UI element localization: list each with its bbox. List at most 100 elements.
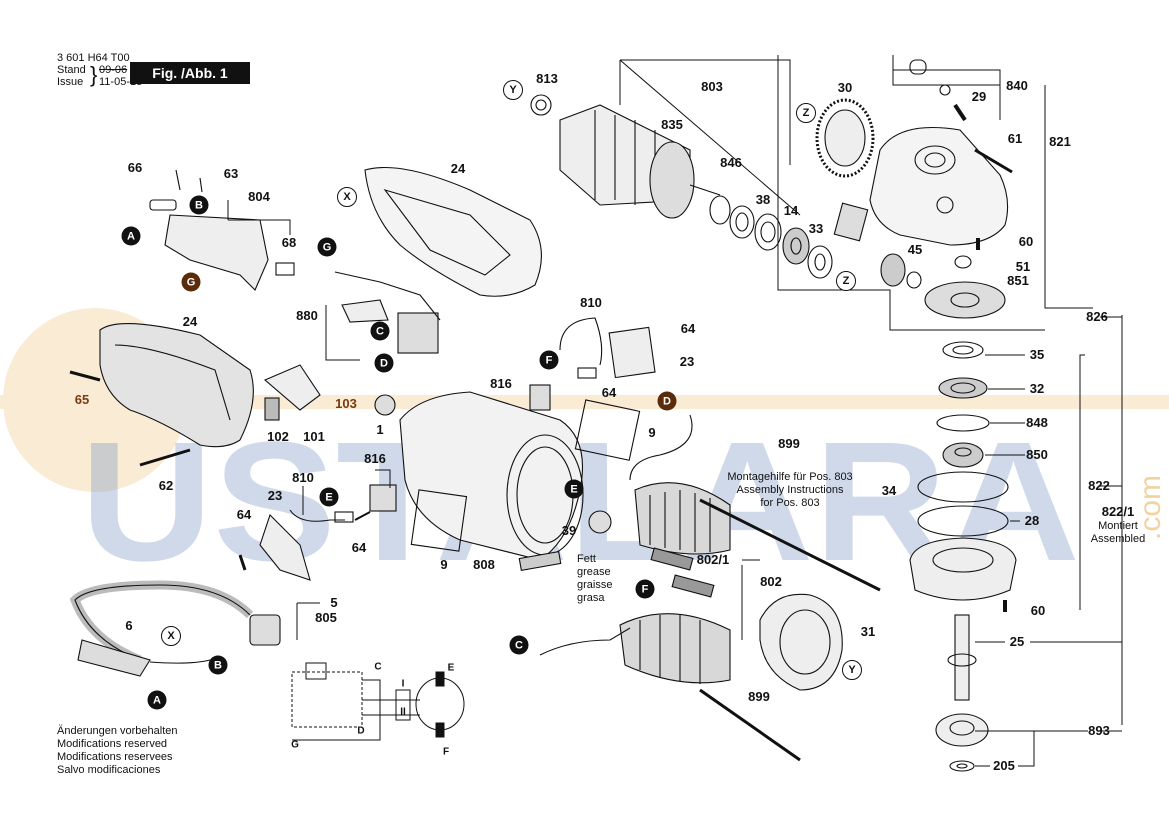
- part-label-p816b: 816: [364, 451, 386, 466]
- part-label-p822: 822: [1088, 478, 1110, 493]
- marker-mY1: Y: [503, 80, 523, 100]
- part-label-p14: 14: [783, 203, 799, 218]
- marker-mX1: X: [337, 187, 357, 207]
- part-label-p38: 38: [755, 192, 771, 207]
- part-label-p32: 32: [1029, 381, 1045, 396]
- cable-tie-899-top: [699, 498, 881, 592]
- part-label-p840: 840: [1006, 78, 1028, 93]
- marker-mF1: F: [539, 350, 559, 370]
- part-label-p64c: 64: [236, 507, 252, 522]
- assembly-text-de: Montagehilfe für Pos. 803: [727, 471, 853, 483]
- part-label-p9b: 9: [440, 557, 448, 572]
- part-label-p45: 45: [907, 242, 923, 257]
- note-fr: Modifications reservees: [57, 751, 173, 763]
- part-label-p810b: 810: [292, 470, 314, 485]
- part-label-p808: 808: [473, 557, 495, 572]
- part-label-p60b: 60: [1030, 603, 1046, 618]
- note-es: Salvo modificaciones: [57, 764, 161, 776]
- part-label-p893: 893: [1088, 723, 1110, 738]
- part-label-p835: 835: [661, 117, 683, 132]
- part-label-p804: 804: [248, 189, 270, 204]
- doc-number: 3 601 H64 T00: [57, 52, 130, 64]
- part-label-p34: 34: [881, 483, 897, 498]
- marker-mG1: G: [317, 237, 337, 257]
- part-label-p25: 25: [1009, 634, 1025, 649]
- part-label-p24a: 24: [450, 161, 466, 176]
- lower-left-parts: [238, 484, 612, 581]
- part-label-p1: 1: [376, 422, 384, 437]
- part-label-p846: 846: [720, 155, 742, 170]
- part-label-p205: 205: [993, 758, 1015, 773]
- schematic-label-sI: I: [401, 678, 405, 690]
- part-label-p822_1: 822/1: [1101, 504, 1135, 519]
- bevel-gear-30: [815, 98, 875, 178]
- stand-date: 09-06: [99, 64, 128, 76]
- part-label-p62: 62: [158, 478, 174, 493]
- part-label-p802_1: 802/1: [696, 552, 730, 567]
- part-label-p880: 880: [296, 308, 318, 323]
- fan-baffle-31: [759, 593, 843, 691]
- figure-label: Fig. /Abb. 1: [130, 62, 250, 84]
- marker-mE1: E: [319, 487, 339, 507]
- marker-mB1: B: [189, 195, 209, 215]
- power-cord-805: [69, 580, 281, 677]
- assembly-instructions: Montagehilfe für Pos. 803 Assembly Instr…: [727, 471, 852, 510]
- marker-mZ2: Z: [836, 271, 856, 291]
- modification-notes: Änderungen vorbehalten Modifications res…: [57, 725, 177, 777]
- watermark-suffix: .com: [1134, 475, 1167, 540]
- marker-mB2: B: [208, 655, 228, 675]
- grease-note: Fett grease graisse grasa: [577, 553, 612, 605]
- marker-mD2: D: [657, 391, 677, 411]
- part-label-p29: 29: [971, 89, 987, 104]
- marker-mC2: C: [509, 635, 529, 655]
- part-label-p39: 39: [561, 523, 577, 538]
- leader-lines: [227, 55, 1123, 767]
- part-label-p6: 6: [125, 618, 133, 633]
- part-label-p803: 803: [701, 79, 723, 94]
- part-label-p30: 30: [837, 80, 853, 95]
- brush-holder-33: [833, 202, 869, 242]
- mounted-text-de: Montiert: [1098, 520, 1138, 532]
- spindle-stack: [909, 341, 1017, 772]
- part-label-p851: 851: [1007, 273, 1029, 288]
- gear-housing-821: [869, 59, 1013, 246]
- part-label-p33: 33: [808, 221, 824, 236]
- housing-24-top: [364, 166, 542, 297]
- part-label-p31: 31: [860, 624, 876, 639]
- grease-text-es: grasa: [577, 592, 605, 604]
- part-label-p103: 103: [335, 396, 357, 411]
- handle-24: [69, 323, 396, 467]
- part-label-p5: 5: [330, 595, 338, 610]
- note-en: Modifications reserved: [57, 738, 168, 750]
- schematic-label-sC: C: [374, 661, 382, 673]
- part-label-p848: 848: [1026, 415, 1048, 430]
- marker-mG2: G: [181, 272, 201, 292]
- marker-mY2: Y: [842, 660, 862, 680]
- marker-mA1: A: [121, 226, 141, 246]
- schematic-label-sD: D: [357, 725, 365, 737]
- marker-mZ1: Z: [796, 103, 816, 123]
- assembled-note: Montiert Assembled: [1091, 520, 1145, 546]
- motor-housing-1: [399, 391, 641, 572]
- marker-mA2: A: [147, 690, 167, 710]
- part-label-p23b: 23: [267, 488, 283, 503]
- part-label-p805: 805: [315, 610, 337, 625]
- part-label-p66: 66: [127, 160, 143, 175]
- marker-mD1: D: [374, 353, 394, 373]
- brace-glyph: }: [90, 62, 98, 87]
- mounted-text-en: Assembled: [1090, 533, 1146, 545]
- part-label-p816a: 816: [490, 376, 512, 391]
- part-label-p68: 68: [281, 235, 297, 250]
- grease-text-fr: graisse: [577, 579, 613, 591]
- part-label-p9a: 9: [648, 425, 656, 440]
- marker-mC1: C: [370, 321, 390, 341]
- schematic-label-sF: F: [442, 746, 450, 758]
- schematic-label-sII: II: [400, 706, 406, 718]
- grease-text-en: grease: [577, 566, 611, 578]
- part-label-p850: 850: [1026, 447, 1048, 462]
- schematic-label-sG: G: [291, 739, 299, 751]
- wiring-schematic: [291, 662, 465, 741]
- part-label-p24b: 24: [182, 314, 198, 329]
- marker-mF2: F: [635, 579, 655, 599]
